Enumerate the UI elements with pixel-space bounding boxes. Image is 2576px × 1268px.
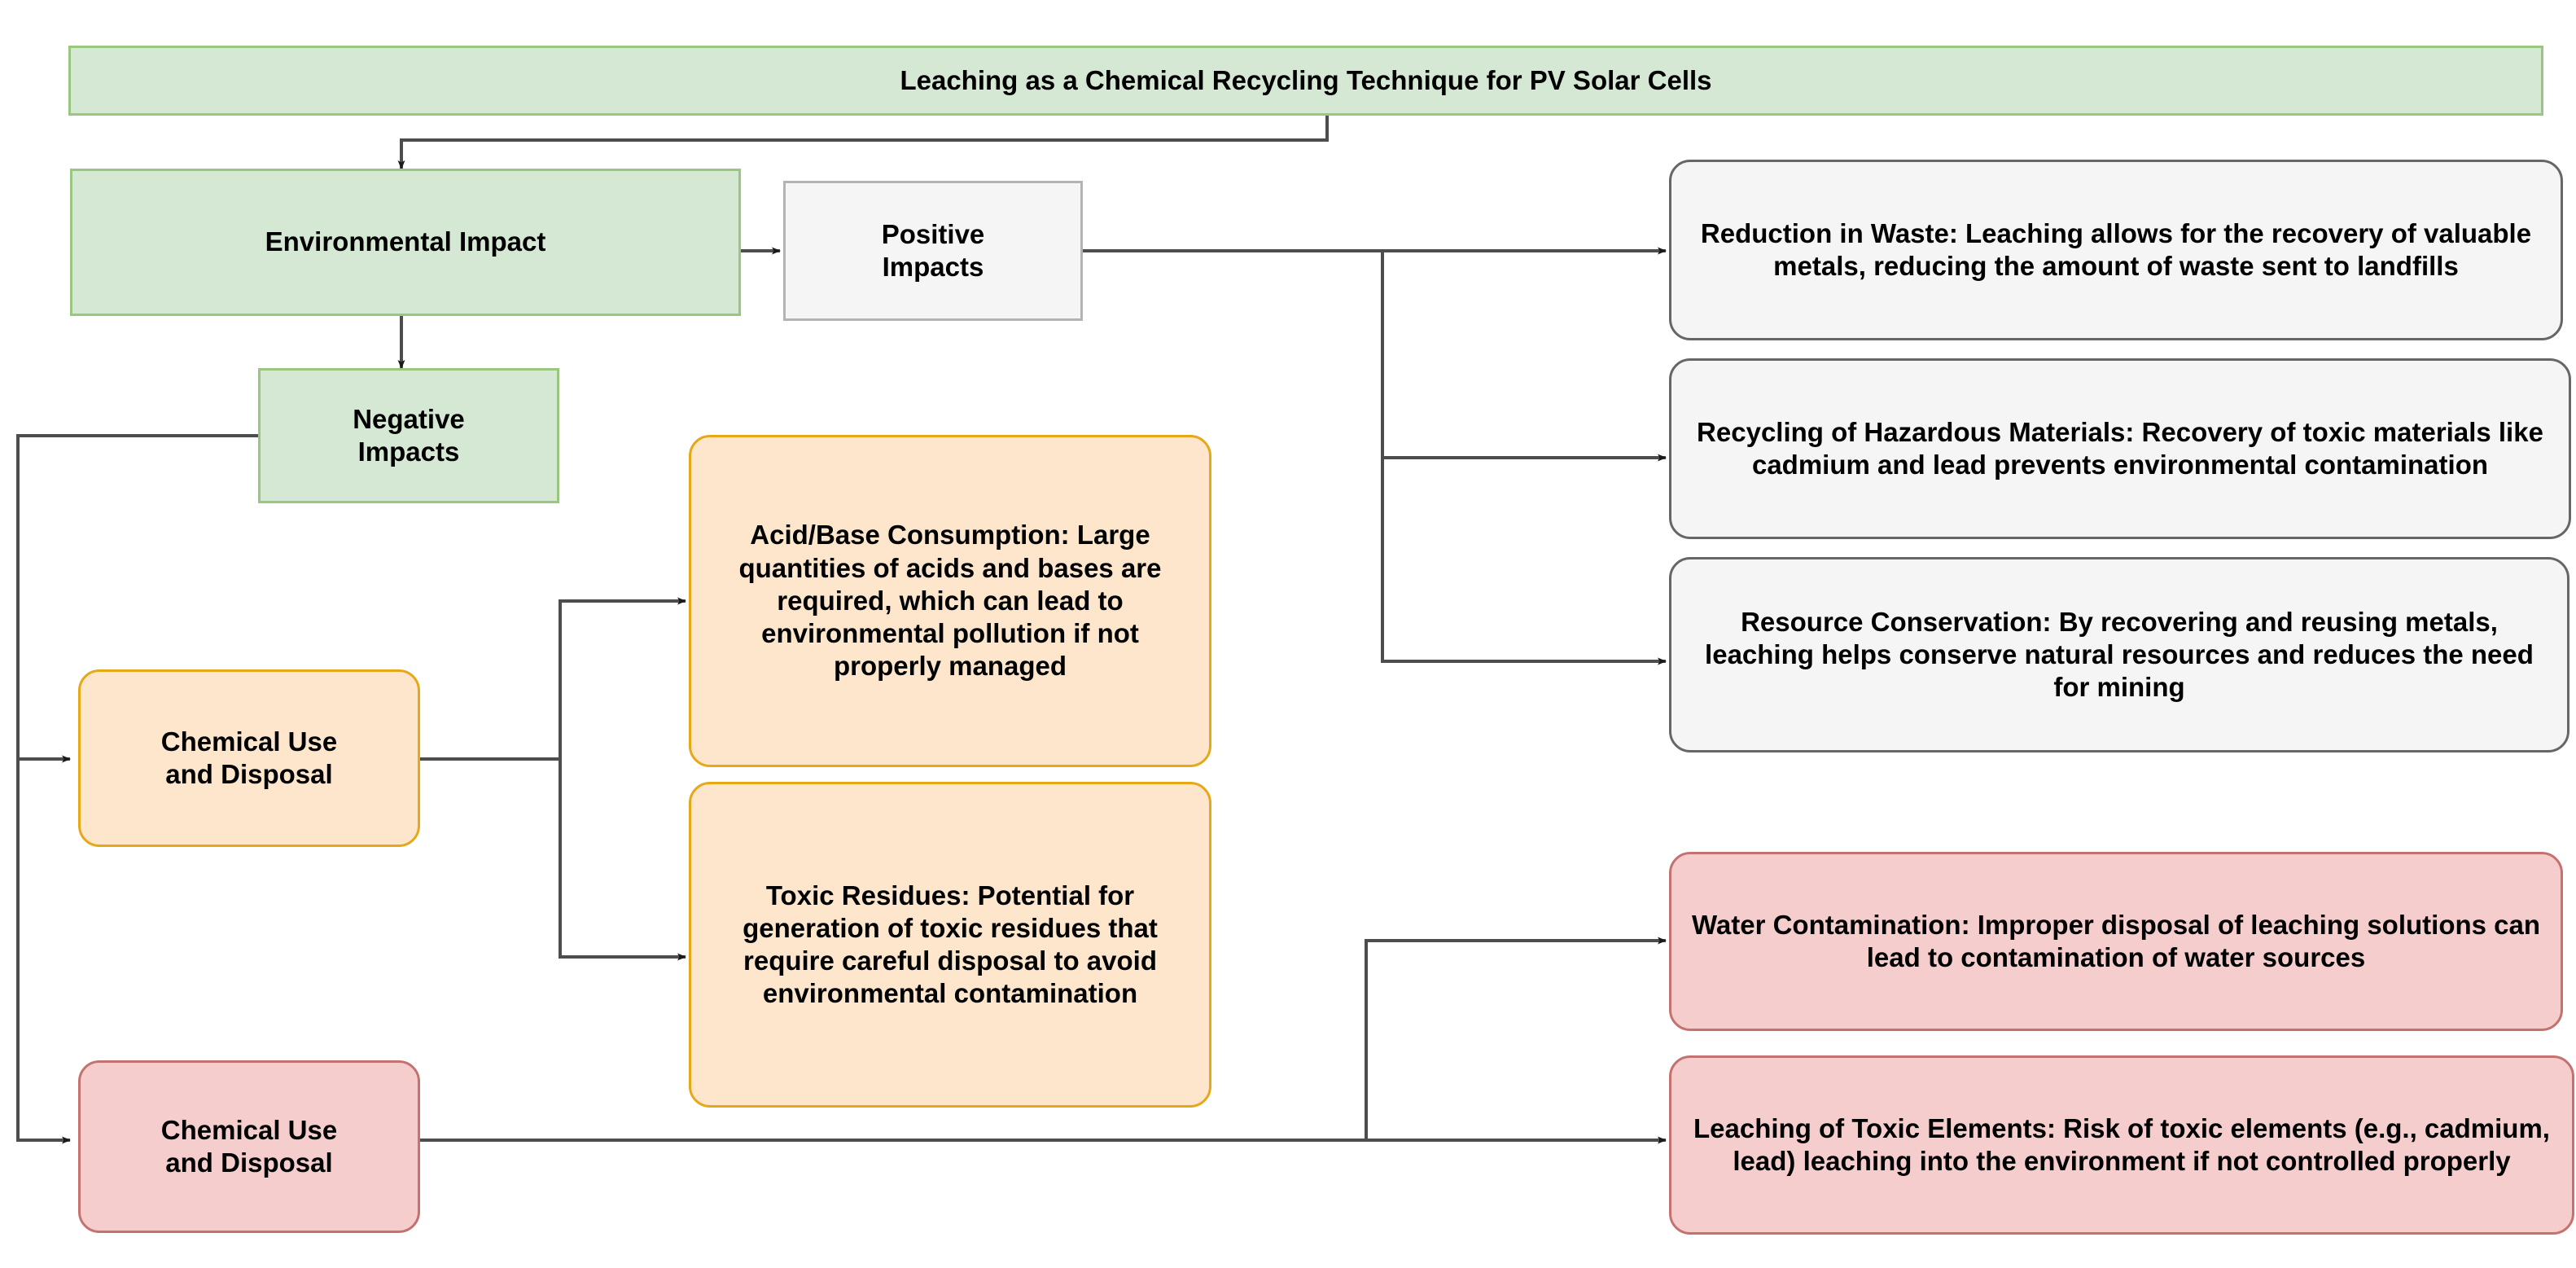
- negative-impacts-label-line2: Impacts: [357, 437, 460, 467]
- recycling-hazardous-materials-label: Recycling of Hazardous Materials: Recove…: [1697, 416, 2543, 480]
- node-positive-impacts: Positive Impacts: [783, 181, 1083, 321]
- node-recycling-hazardous-materials: Recycling of Hazardous Materials: Recove…: [1669, 358, 2571, 539]
- edge-positive-to-resource-conservation: [1381, 458, 1667, 665]
- chemical-use-red-label-line1: Chemical Use: [160, 1114, 338, 1145]
- node-acid-base-consumption: Acid/Base Consumption: Large quantities …: [689, 435, 1211, 767]
- node-resource-conservation: Resource Conservation: By recovering and…: [1669, 557, 2569, 752]
- edge-chemical-orange-to-toxicresidues: [559, 759, 686, 961]
- resource-conservation-label: Resource Conservation: By recovering and…: [1705, 606, 2534, 703]
- edge-negative-to-chemical-red: [16, 759, 71, 1144]
- edge-positive-to-recycling-hazardous: [1381, 251, 1667, 462]
- environmental-impact-label: Environmental Impact: [265, 226, 546, 257]
- node-environmental-impact: Environmental Impact: [70, 169, 741, 316]
- node-toxic-residues: Toxic Residues: Potential for generation…: [689, 782, 1211, 1108]
- edge-title-to-environmental-impact: [397, 116, 1329, 169]
- node-chemical-use-disposal-orange: Chemical Use and Disposal: [78, 669, 420, 847]
- reduction-in-waste-label: Reduction in Waste: Leaching allows for …: [1700, 217, 2532, 281]
- title-banner-label: Leaching as a Chemical Recycling Techniq…: [900, 64, 1712, 95]
- leaching-toxic-elements-label: Leaching of Toxic Elements: Risk of toxi…: [1693, 1112, 2550, 1176]
- chemical-use-orange-label-line1: Chemical Use: [160, 726, 338, 757]
- edge-chemical-red-to-water-contamination: [1365, 937, 1667, 1140]
- positive-impacts-label-line2: Impacts: [882, 252, 984, 282]
- node-reduction-in-waste: Reduction in Waste: Leaching allows for …: [1669, 160, 2563, 340]
- chemical-use-red-label-line2: and Disposal: [165, 1147, 333, 1178]
- node-leaching-toxic-elements: Leaching of Toxic Elements: Risk of toxi…: [1669, 1055, 2574, 1235]
- node-water-contamination: Water Contamination: Improper disposal o…: [1669, 852, 2563, 1031]
- chemical-use-orange-label-line2: and Disposal: [165, 759, 333, 789]
- node-chemical-use-disposal-red: Chemical Use and Disposal: [78, 1060, 420, 1233]
- edge-chemical-orange-to-acidbase: [559, 597, 686, 759]
- toxic-residues-label: Toxic Residues: Potential for generation…: [743, 880, 1158, 1009]
- acid-base-consumption-label: Acid/Base Consumption: Large quantities …: [738, 520, 1162, 682]
- node-negative-impacts: Negative Impacts: [258, 368, 559, 503]
- water-contamination-label: Water Contamination: Improper disposal o…: [1691, 909, 2541, 972]
- node-title-banner: Leaching as a Chemical Recycling Techniq…: [68, 46, 2543, 116]
- negative-impacts-label-line1: Negative: [353, 403, 465, 434]
- positive-impacts-label-line1: Positive: [881, 218, 985, 249]
